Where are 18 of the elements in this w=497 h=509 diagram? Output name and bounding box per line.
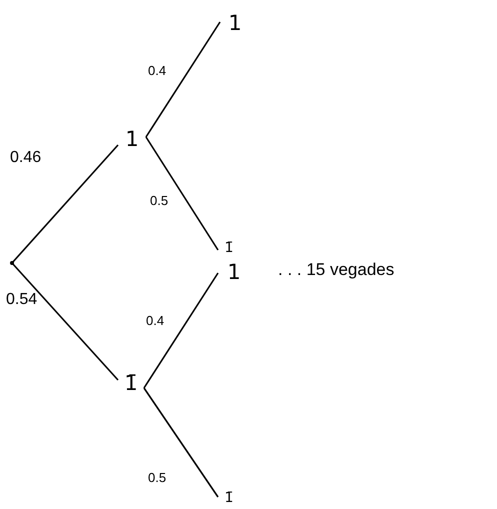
outcome-label: 1̄ — [218, 236, 240, 259]
tree-branch — [11, 144, 119, 264]
outcome-label: 1̄ — [218, 486, 240, 509]
probability-label: 0.5 — [150, 194, 168, 207]
note-text: . . . 15 vegades — [278, 261, 394, 278]
tree-branch — [143, 272, 219, 388]
probability-label: 0.4 — [146, 314, 164, 327]
outcome-label: 1 — [218, 260, 250, 284]
outcome-label: 1 — [118, 128, 146, 150]
tree-branch — [143, 388, 219, 498]
probability-label: 0.4 — [148, 64, 166, 77]
outcome-label: 1̄ — [118, 370, 144, 396]
probability-label: 0.5 — [148, 471, 166, 484]
tree-branch — [145, 136, 219, 250]
outcome-label: 1 — [220, 10, 250, 36]
branch-point — [10, 261, 14, 265]
tree-branch — [11, 262, 119, 381]
tree-branch — [145, 22, 221, 138]
